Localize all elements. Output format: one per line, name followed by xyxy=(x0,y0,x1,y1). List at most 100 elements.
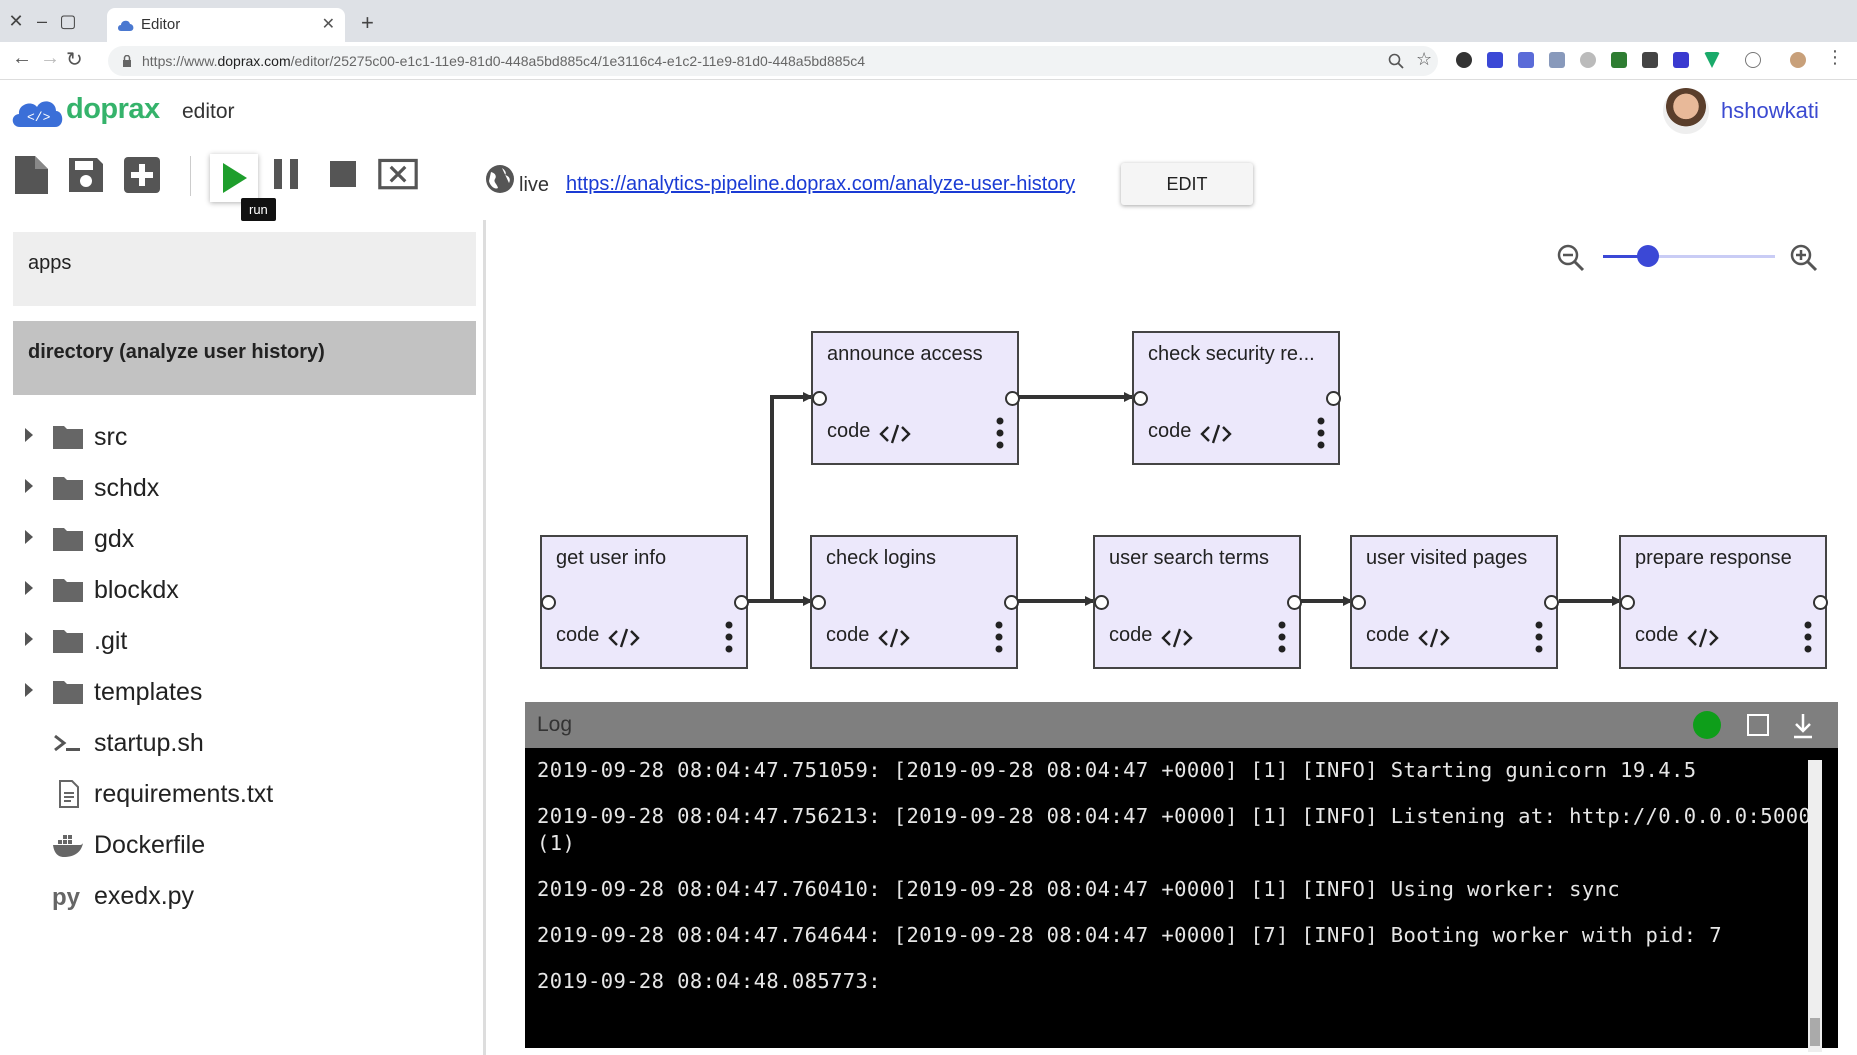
output-port[interactable] xyxy=(1544,595,1559,610)
maximize-icon[interactable] xyxy=(1747,714,1769,736)
input-port[interactable] xyxy=(1351,595,1366,610)
input-port[interactable] xyxy=(1094,595,1109,610)
code-icon[interactable] xyxy=(1200,423,1232,445)
add-block-icon[interactable] xyxy=(122,155,162,195)
user-avatar[interactable] xyxy=(1663,88,1709,134)
node-more-menu-icon[interactable] xyxy=(1534,620,1544,654)
node-announce-access[interactable]: announce access code xyxy=(811,331,1020,465)
code-icon[interactable] xyxy=(1161,627,1193,649)
output-port[interactable] xyxy=(1005,391,1020,406)
bookmark-star-icon[interactable]: ☆ xyxy=(1416,49,1433,69)
node-check-security[interactable]: check security re... code xyxy=(1132,331,1341,465)
extension-vue-icon[interactable] xyxy=(1704,52,1720,68)
zoom-in-icon[interactable] xyxy=(1789,243,1819,273)
node-code-label[interactable]: code xyxy=(1635,624,1679,646)
code-icon[interactable] xyxy=(608,627,640,649)
expand-caret-icon[interactable] xyxy=(25,632,33,646)
window-close-icon[interactable]: ✕ xyxy=(8,11,24,31)
svg-text:</>: </> xyxy=(27,110,51,125)
stop-icon[interactable] xyxy=(322,155,362,195)
new-file-icon[interactable] xyxy=(12,155,52,195)
directory-panel[interactable]: directory (analyze user history) xyxy=(13,321,476,395)
node-code-label[interactable]: code xyxy=(827,420,871,442)
input-port[interactable] xyxy=(1133,391,1148,406)
extension-green-icon[interactable] xyxy=(1611,52,1627,68)
output-port[interactable] xyxy=(1813,595,1828,610)
browser-menu-icon[interactable]: ⋮ xyxy=(1826,47,1844,67)
node-more-menu-icon[interactable] xyxy=(995,416,1005,450)
node-code-label[interactable]: code xyxy=(1366,624,1410,646)
pause-icon[interactable] xyxy=(268,155,308,195)
expand-caret-icon[interactable] xyxy=(25,428,33,442)
zoom-page-icon[interactable] xyxy=(1388,53,1404,69)
expand-caret-icon[interactable] xyxy=(25,683,33,697)
zoom-slider[interactable] xyxy=(1603,245,1775,267)
output-port[interactable] xyxy=(1287,595,1302,610)
window-maximize-icon[interactable]: ▢ xyxy=(59,11,77,31)
output-port[interactable] xyxy=(734,595,749,610)
extension-gray-icon[interactable] xyxy=(1580,52,1596,68)
expand-caret-icon[interactable] xyxy=(25,479,33,493)
profile-avatar-icon[interactable] xyxy=(1790,52,1806,68)
username-link[interactable]: hshowkati xyxy=(1721,98,1819,123)
forward-icon[interactable]: → xyxy=(40,47,60,69)
node-more-menu-icon[interactable] xyxy=(994,620,1004,654)
node-code-label[interactable]: code xyxy=(826,624,870,646)
doprax-logo-icon[interactable]: </> xyxy=(10,96,64,128)
save-icon[interactable] xyxy=(66,155,106,195)
input-port[interactable] xyxy=(541,595,556,610)
logo-subtitle: editor xyxy=(182,100,235,123)
address-bar[interactable]: https://www.doprax.com/editor/25275c00-e… xyxy=(108,46,1438,76)
zoom-slider-thumb[interactable] xyxy=(1636,245,1659,267)
node-prepare-response[interactable]: prepare response code xyxy=(1619,535,1828,669)
extension-person-icon[interactable] xyxy=(1518,52,1534,68)
globe-icon xyxy=(486,165,514,193)
apps-panel[interactable]: apps xyxy=(13,232,476,306)
extension-dark-mode-icon[interactable] xyxy=(1456,52,1472,68)
node-more-menu-icon[interactable] xyxy=(1316,416,1326,450)
log-output[interactable]: 2019-09-28 08:04:47.751059: [2019-09-28 … xyxy=(525,748,1838,1048)
log-line: 2019-09-28 08:04:47.764644: [2019-09-28 … xyxy=(537,923,1723,947)
logo-text[interactable]: doprax xyxy=(66,93,160,125)
output-port[interactable] xyxy=(1004,595,1019,610)
code-icon[interactable] xyxy=(879,423,911,445)
node-more-menu-icon[interactable] xyxy=(1277,620,1287,654)
node-user-search-terms[interactable]: user search terms code xyxy=(1093,535,1302,669)
code-icon[interactable] xyxy=(878,627,910,649)
input-port[interactable] xyxy=(1620,595,1635,610)
extension-building-icon[interactable] xyxy=(1642,52,1658,68)
download-icon[interactable] xyxy=(1791,710,1815,740)
back-icon[interactable]: ← xyxy=(12,47,32,69)
expand-caret-icon[interactable] xyxy=(25,581,33,595)
log-scrollbar-thumb[interactable] xyxy=(1810,1018,1820,1046)
node-user-visited-pages[interactable]: user visited pages code xyxy=(1350,535,1559,669)
live-url-link[interactable]: https://analytics-pipeline.doprax.com/an… xyxy=(566,173,1076,195)
extension-satellite-icon[interactable] xyxy=(1549,52,1565,68)
node-more-menu-icon[interactable] xyxy=(1803,620,1813,654)
code-icon[interactable] xyxy=(1687,627,1719,649)
node-more-menu-icon[interactable] xyxy=(724,620,734,654)
reload-icon[interactable]: ↻ xyxy=(66,49,83,71)
extension-circle-icon[interactable] xyxy=(1745,52,1761,68)
clear-icon[interactable] xyxy=(378,155,418,195)
input-port[interactable] xyxy=(812,391,827,406)
code-icon[interactable] xyxy=(1418,627,1450,649)
extension-cap-icon[interactable] xyxy=(1673,52,1689,68)
node-code-label[interactable]: code xyxy=(556,624,600,646)
zoom-out-icon[interactable] xyxy=(1556,243,1586,273)
input-port[interactable] xyxy=(811,595,826,610)
log-scrollbar[interactable] xyxy=(1808,760,1822,1052)
run-button[interactable] xyxy=(210,154,258,202)
new-tab-icon[interactable]: + xyxy=(361,10,374,35)
extension-blue-icon[interactable] xyxy=(1487,52,1503,68)
window-minimize-icon[interactable]: – xyxy=(36,11,47,31)
output-port[interactable] xyxy=(1326,391,1341,406)
node-get-user-info[interactable]: get user info code xyxy=(540,535,749,669)
node-code-label[interactable]: code xyxy=(1148,420,1192,442)
edit-button[interactable]: EDIT xyxy=(1121,163,1253,205)
browser-tab[interactable]: Editor ✕ xyxy=(107,8,345,42)
node-code-label[interactable]: code xyxy=(1109,624,1153,646)
node-check-logins[interactable]: check logins code xyxy=(810,535,1019,669)
tab-close-icon[interactable]: ✕ xyxy=(321,16,335,33)
expand-caret-icon[interactable] xyxy=(25,530,33,544)
